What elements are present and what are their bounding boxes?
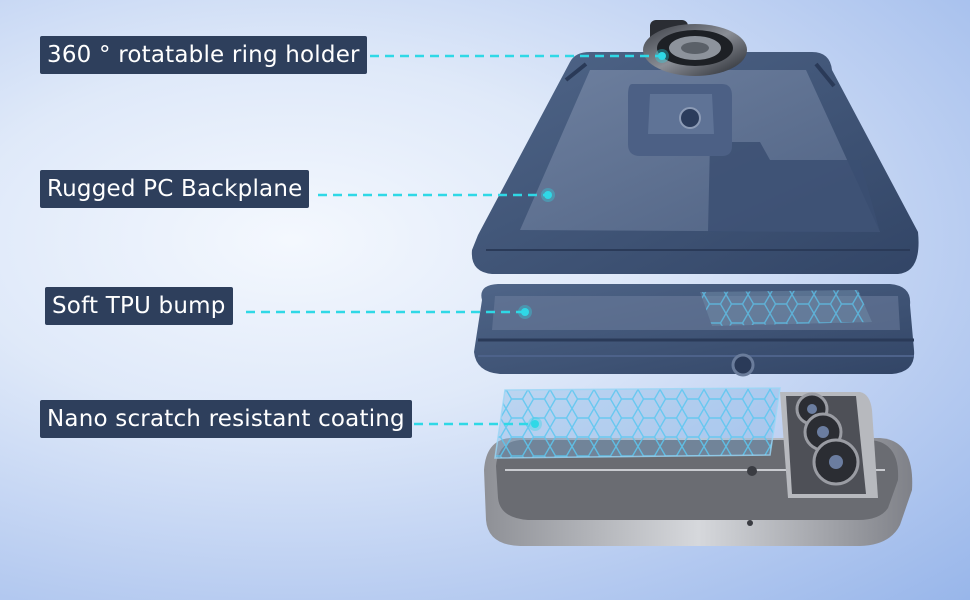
callout-ring-holder: 360 ° rotatable ring holder xyxy=(40,36,367,74)
leader-dots xyxy=(518,49,669,431)
pc-backplane xyxy=(471,52,919,274)
callout-pc-backplane: Rugged PC Backplane xyxy=(40,170,310,208)
ring-holder xyxy=(643,20,747,76)
nano-coating-film xyxy=(494,387,781,459)
callout-nano-coating: Nano scratch resistant coating xyxy=(40,400,412,438)
phone xyxy=(484,392,913,546)
callout-tpu-bump: Soft TPU bump xyxy=(45,287,233,325)
camera-module xyxy=(780,392,878,498)
leader-lines xyxy=(246,54,662,426)
tpu-bumper xyxy=(474,284,915,377)
